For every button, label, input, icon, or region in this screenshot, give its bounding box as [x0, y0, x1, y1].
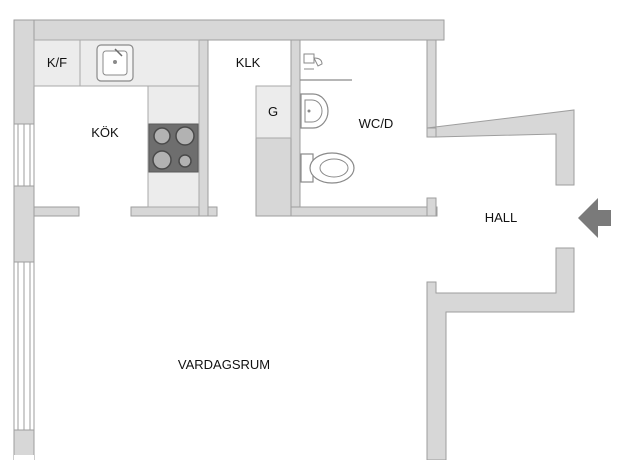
windows — [13, 123, 35, 431]
washbasin-icon — [300, 93, 329, 129]
entry-arrow-icon — [578, 198, 611, 238]
label-kf: K/F — [47, 55, 67, 70]
label-kok: KÖK — [91, 125, 119, 140]
wall-hall-top — [426, 109, 575, 186]
label-g: G — [268, 104, 278, 119]
closet-shaft — [255, 137, 292, 217]
wall-hall-return — [426, 197, 437, 217]
wall-wc-right — [426, 39, 437, 138]
toilet-icon — [300, 152, 355, 184]
wall-left-gap — [14, 455, 34, 460]
label-klk: KLK — [236, 55, 261, 70]
wall-top — [13, 19, 445, 41]
label-hall: HALL — [485, 210, 518, 225]
wall-kitchen-closet — [198, 39, 209, 217]
wall-kitchen-bottom-left — [33, 206, 80, 217]
closet-g-cabinet — [255, 85, 292, 139]
shower-icon — [300, 53, 352, 81]
label-vardagsrum: VARDAGSRUM — [178, 357, 270, 372]
wall-hall-bottom — [426, 247, 575, 460]
fridge-freezer — [33, 39, 81, 87]
label-wcd: WC/D — [359, 116, 394, 131]
stove-icon — [148, 123, 199, 173]
wall-closet-wc — [290, 39, 301, 217]
kitchen-sink-icon — [96, 44, 134, 82]
